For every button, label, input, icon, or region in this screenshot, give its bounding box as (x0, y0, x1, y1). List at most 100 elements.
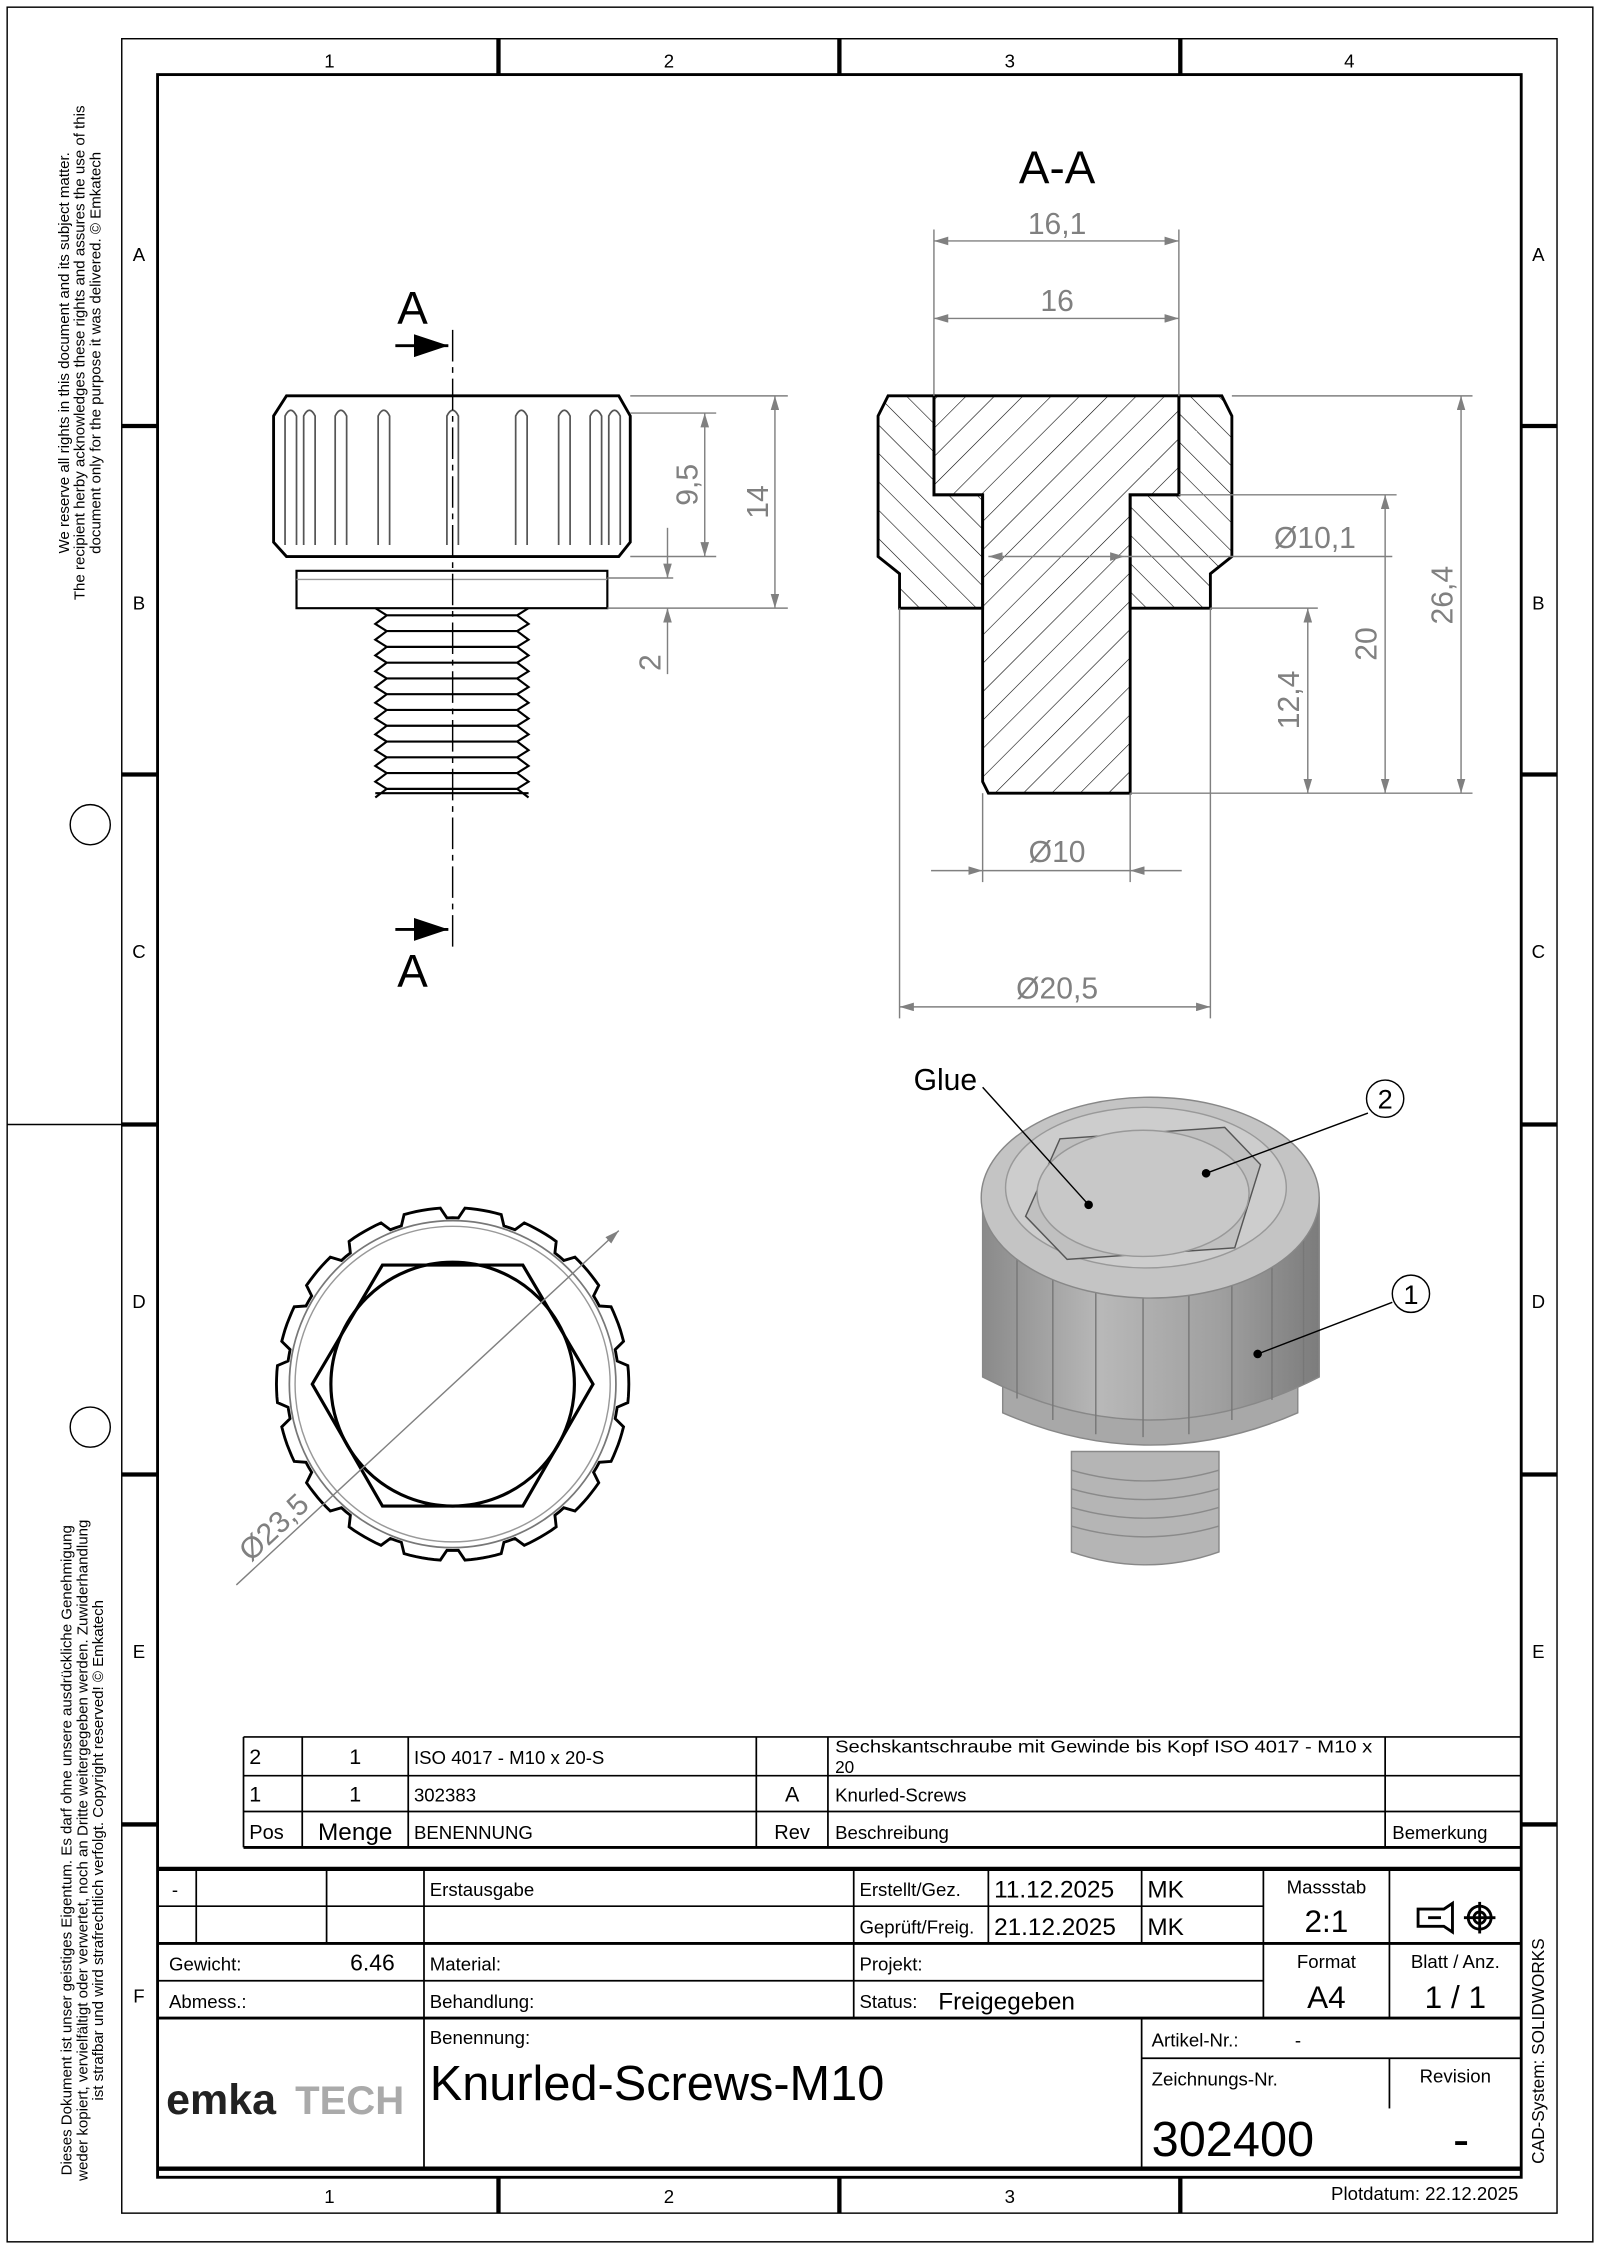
row-c-right: C (1532, 941, 1545, 962)
bom-name: ISO 4017 - M10 x 20-S (414, 1747, 604, 1768)
treatment-label: Behandlung: (430, 1991, 535, 2012)
dim-12-4: 12,4 (1273, 671, 1306, 730)
knurl-rib (557, 409, 571, 546)
dim-dia-10-1: Ø10,1 (1274, 522, 1356, 555)
balloon-1-label: 1 (1403, 1279, 1418, 1310)
zone-top-4: 4 (1344, 50, 1354, 71)
checked-date: 21.12.2025 (994, 1914, 1116, 1941)
bom-pos: 1 (249, 1782, 261, 1806)
zone-top-3: 3 (1005, 50, 1015, 71)
plot-date: Plotdatum: 22.12.2025 (1331, 2183, 1518, 2204)
cad-system: CAD-System: SOLIDWORKS (1528, 1938, 1548, 2164)
zone-labels: 1 2 3 4 1 2 3 Plotdatum: 22.12.2025 A B … (132, 50, 1545, 2207)
bom-row: 2 1 ISO 4017 - M10 x 20-S Sechskantschra… (249, 1737, 1372, 1777)
sheet-frame (6, 6, 1594, 2243)
dim-dia-10: Ø10 (1029, 836, 1086, 869)
knurl-rib (284, 409, 298, 546)
title-block: - Erstausgabe Erstellt/Gez. 11.12.2025 M… (157, 1866, 1522, 2171)
article-label: Artikel-Nr.: (1152, 2030, 1239, 2051)
dim-2: 2 (634, 654, 667, 671)
dim-14: 14 (742, 485, 775, 519)
bom-header-pos: Pos (249, 1822, 284, 1844)
knurl-rib (377, 409, 391, 546)
zone-bottom-1: 1 (324, 2186, 334, 2207)
drawing-no-label: Zeichnungs-Nr. (1152, 2068, 1278, 2089)
dim-20: 20 (1351, 627, 1384, 661)
notice-de-line: weder kopiert, vervielfältigt oder verwe… (74, 1520, 91, 2182)
notice-en-line: document only for the purpose it was del… (87, 152, 104, 554)
row-a-right: A (1532, 244, 1545, 265)
bom-name: 302383 (414, 1784, 476, 1805)
zone-bottom-3: 3 (1005, 2186, 1015, 2207)
row-f-left: F (133, 1985, 144, 2006)
zone-top-1: 1 (324, 50, 334, 71)
dim-dia-20-5: Ø20,5 (1016, 972, 1098, 1005)
bom-header: Pos Menge BENENNUNG Rev Beschreibung Bem… (249, 1819, 1487, 1846)
emkatech-logo: emka TECH (166, 2076, 404, 2124)
revision-label: Revision (1420, 2066, 1491, 2087)
bom-desc: Knurled-Screws (835, 1784, 966, 1805)
bill-of-materials: 2 1 ISO 4017 - M10 x 20-S Sechskantschra… (242, 1736, 1522, 1849)
copyright-notice-de: Dieses Dokument ist unser geistiges Eige… (59, 1520, 108, 2182)
copyright-notice-en: We reserve all rights in this document a… (56, 106, 105, 601)
bom-header-note: Bemerkung (1392, 1822, 1487, 1843)
section-view: A-A 16,1 16 Ø10,1 26,4 20 12,4 Ø10 Ø20,5 (876, 142, 1473, 1019)
checked-label: Geprüft/Freig. (859, 1916, 974, 1937)
top-view: Ø23,5 (233, 1206, 631, 1586)
glue-label: Glue (914, 1064, 978, 1097)
notice-de-line: Dieses Dokument ist unser geistiges Eige… (59, 1525, 76, 2175)
bom-pos: 2 (249, 1745, 261, 1769)
row-e-left: E (133, 1641, 145, 1662)
name-label: Benennung: (430, 2027, 530, 2048)
notice-en-line: The recipient herby acknowledges these r… (72, 106, 89, 601)
balloon-1 (1391, 1274, 1431, 1314)
dim-16-1: 16,1 (1028, 208, 1087, 241)
format-value: A4 (1307, 1979, 1346, 2015)
bom-desc: Sechskantschraube mit Gewinde bis Kopf I… (835, 1737, 1373, 1757)
dim-26-4: 26,4 (1426, 566, 1459, 625)
drawing-number: 302400 (1152, 2113, 1314, 2167)
dim-dia-23-5: Ø23,5 (233, 1488, 315, 1568)
row-b-right: B (1532, 593, 1544, 614)
sheet-value: 1 / 1 (1425, 1979, 1486, 2015)
front-view: A A 9,5 14 2 (272, 282, 788, 997)
row-b-left: B (133, 593, 145, 614)
notice-en-line: We reserve all rights in this document a… (56, 152, 73, 553)
dims-label: Abmess.: (169, 1991, 247, 2012)
scale-label: Massstab (1287, 1876, 1367, 1897)
checked-by: MK (1147, 1914, 1184, 1941)
bom-row: 1 1 302383 A Knurled-Screws (249, 1782, 966, 1806)
section-marker-bottom: A (397, 945, 428, 997)
logo-tech: TECH (295, 2078, 404, 2123)
row-d-right: D (1532, 1291, 1545, 1312)
bom-header-name: BENENNUNG (414, 1822, 533, 1843)
material-label: Material: (430, 1954, 501, 1975)
status-label: Status: (859, 1991, 917, 2012)
dim-9-5: 9,5 (672, 464, 705, 506)
knurl-rib (514, 409, 528, 546)
zone-bottom-2: 2 (664, 2186, 674, 2207)
knurl-rib (589, 409, 603, 546)
row-e-right: E (1532, 1641, 1544, 1662)
bom-rev: A (785, 1782, 800, 1806)
projection-symbol-icon (1416, 1900, 1496, 1935)
sheet-label: Blatt / Anz. (1411, 1951, 1500, 1972)
row-c-left: C (132, 941, 145, 962)
revision-value: - (1453, 2113, 1469, 2167)
section-marker-top: A (397, 282, 428, 334)
zone-top-2: 2 (664, 50, 674, 71)
article-value: - (1295, 2030, 1301, 2051)
balloon-2 (1365, 1079, 1405, 1119)
status-value: Freigegeben (938, 1988, 1075, 2015)
bom-desc-cont: 20 (835, 1757, 854, 1777)
row-d-left: D (132, 1291, 145, 1312)
bom-header-rev: Rev (774, 1822, 810, 1844)
balloon-2-label: 2 (1378, 1084, 1393, 1115)
format-label: Format (1297, 1951, 1357, 1972)
bom-qty: 1 (349, 1745, 361, 1769)
rev-index: - (172, 1879, 178, 1900)
iso-view: Glue 2 1 (914, 1064, 1431, 1566)
created-date: 11.12.2025 (994, 1877, 1114, 1904)
project-label: Projekt: (859, 1954, 922, 1975)
